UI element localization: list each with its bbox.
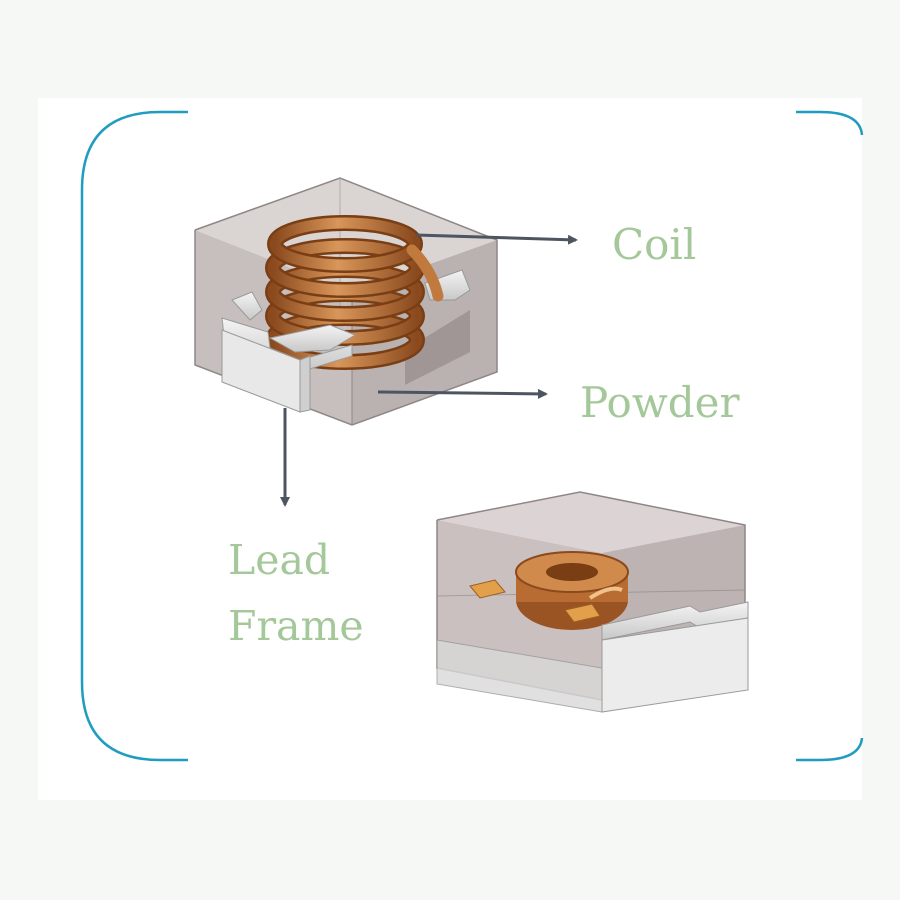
frame-label: Frame	[228, 602, 364, 650]
lead-label: Lead	[228, 536, 331, 584]
copper-coil	[265, 215, 444, 370]
coil-arrow	[415, 233, 578, 245]
copper-winding	[515, 551, 629, 630]
left-bracket	[80, 110, 188, 762]
coil-label: Coil	[612, 220, 697, 269]
winding-inductor	[436, 491, 749, 713]
coil-inductor	[194, 177, 498, 426]
powder-label: Powder	[580, 378, 740, 427]
right-bracket	[796, 110, 864, 762]
lead-frame-part	[221, 291, 357, 413]
powder-arrow	[377, 388, 548, 399]
